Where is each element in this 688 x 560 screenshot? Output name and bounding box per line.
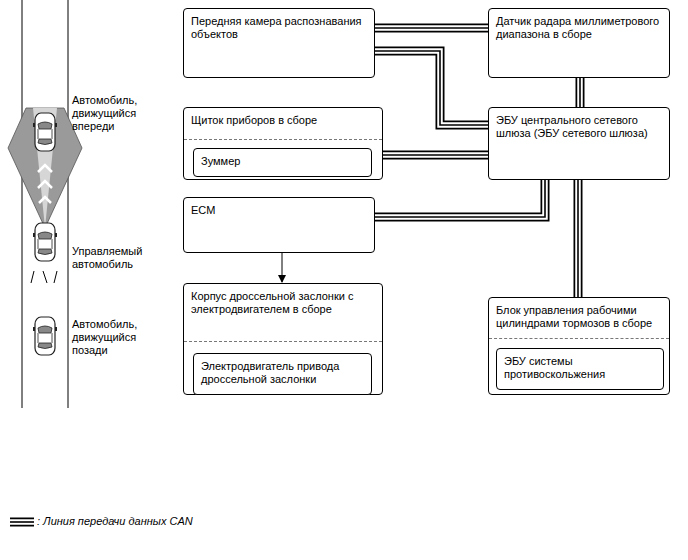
- box-text: Блок управления рабочими цилиндрами торм…: [489, 298, 669, 334]
- box-text: Электродвигатель привода дроссельной зас…: [194, 354, 371, 390]
- box-text: ЭБУ центрального сетевого шлюза (ЭБУ сет…: [489, 108, 669, 144]
- can-bus-line: [580, 78, 581, 107]
- camera-box: Передняя камера распознавания объектов: [183, 8, 375, 78]
- meter-box: Щиток приборов в сбореЗуммер: [183, 107, 383, 180]
- ecm-box: ECM: [183, 197, 375, 253]
- dashed-separator: [184, 341, 382, 342]
- can-bus-line: [383, 155, 488, 156]
- motor-box: Электродвигатель привода дроссельной зас…: [193, 353, 372, 395]
- vehicle-label: Управляемый автомобиль: [72, 245, 156, 271]
- throttle-box: Корпус дроссельной заслонки с электродви…: [183, 283, 383, 395]
- buzzer-box: Зуммер: [193, 148, 372, 177]
- legend-sample: [9, 516, 35, 528]
- can-bus-line: [375, 180, 545, 217]
- vehicle-label: Автомобиль, движущийся позади: [72, 318, 156, 357]
- can-bus-line: [375, 28, 488, 29]
- box-text: ECM: [184, 198, 374, 221]
- dashed-separator: [489, 338, 669, 339]
- skid-ecu-box: ЭБУ системы противоскольжения: [496, 348, 664, 390]
- box-text: ЭБУ системы противоскольжения: [497, 349, 663, 385]
- legend-text: : Линия передачи данных CAN: [37, 515, 193, 528]
- vehicle-label: Автомобиль, движущийся впереди: [72, 94, 156, 133]
- can-bus-line: [578, 180, 579, 297]
- brake-box: Блок управления рабочими цилиндрами торм…: [488, 297, 670, 395]
- dashed-separator: [184, 139, 382, 140]
- gateway-box: ЭБУ центрального сетевого шлюза (ЭБУ сет…: [488, 107, 670, 180]
- can-bus-line: [375, 51, 488, 125]
- box-text: Щиток приборов в сборе: [184, 108, 382, 131]
- signal-arrow: [282, 253, 283, 282]
- box-text: Передняя камера распознавания объектов: [184, 9, 374, 45]
- radar-box: Датчик радара миллиметрового диапазона в…: [488, 8, 670, 78]
- box-text: Зуммер: [194, 149, 371, 172]
- box-text: Корпус дроссельной заслонки с электродви…: [184, 284, 382, 320]
- box-text: Датчик радара миллиметрового диапазона в…: [489, 9, 669, 45]
